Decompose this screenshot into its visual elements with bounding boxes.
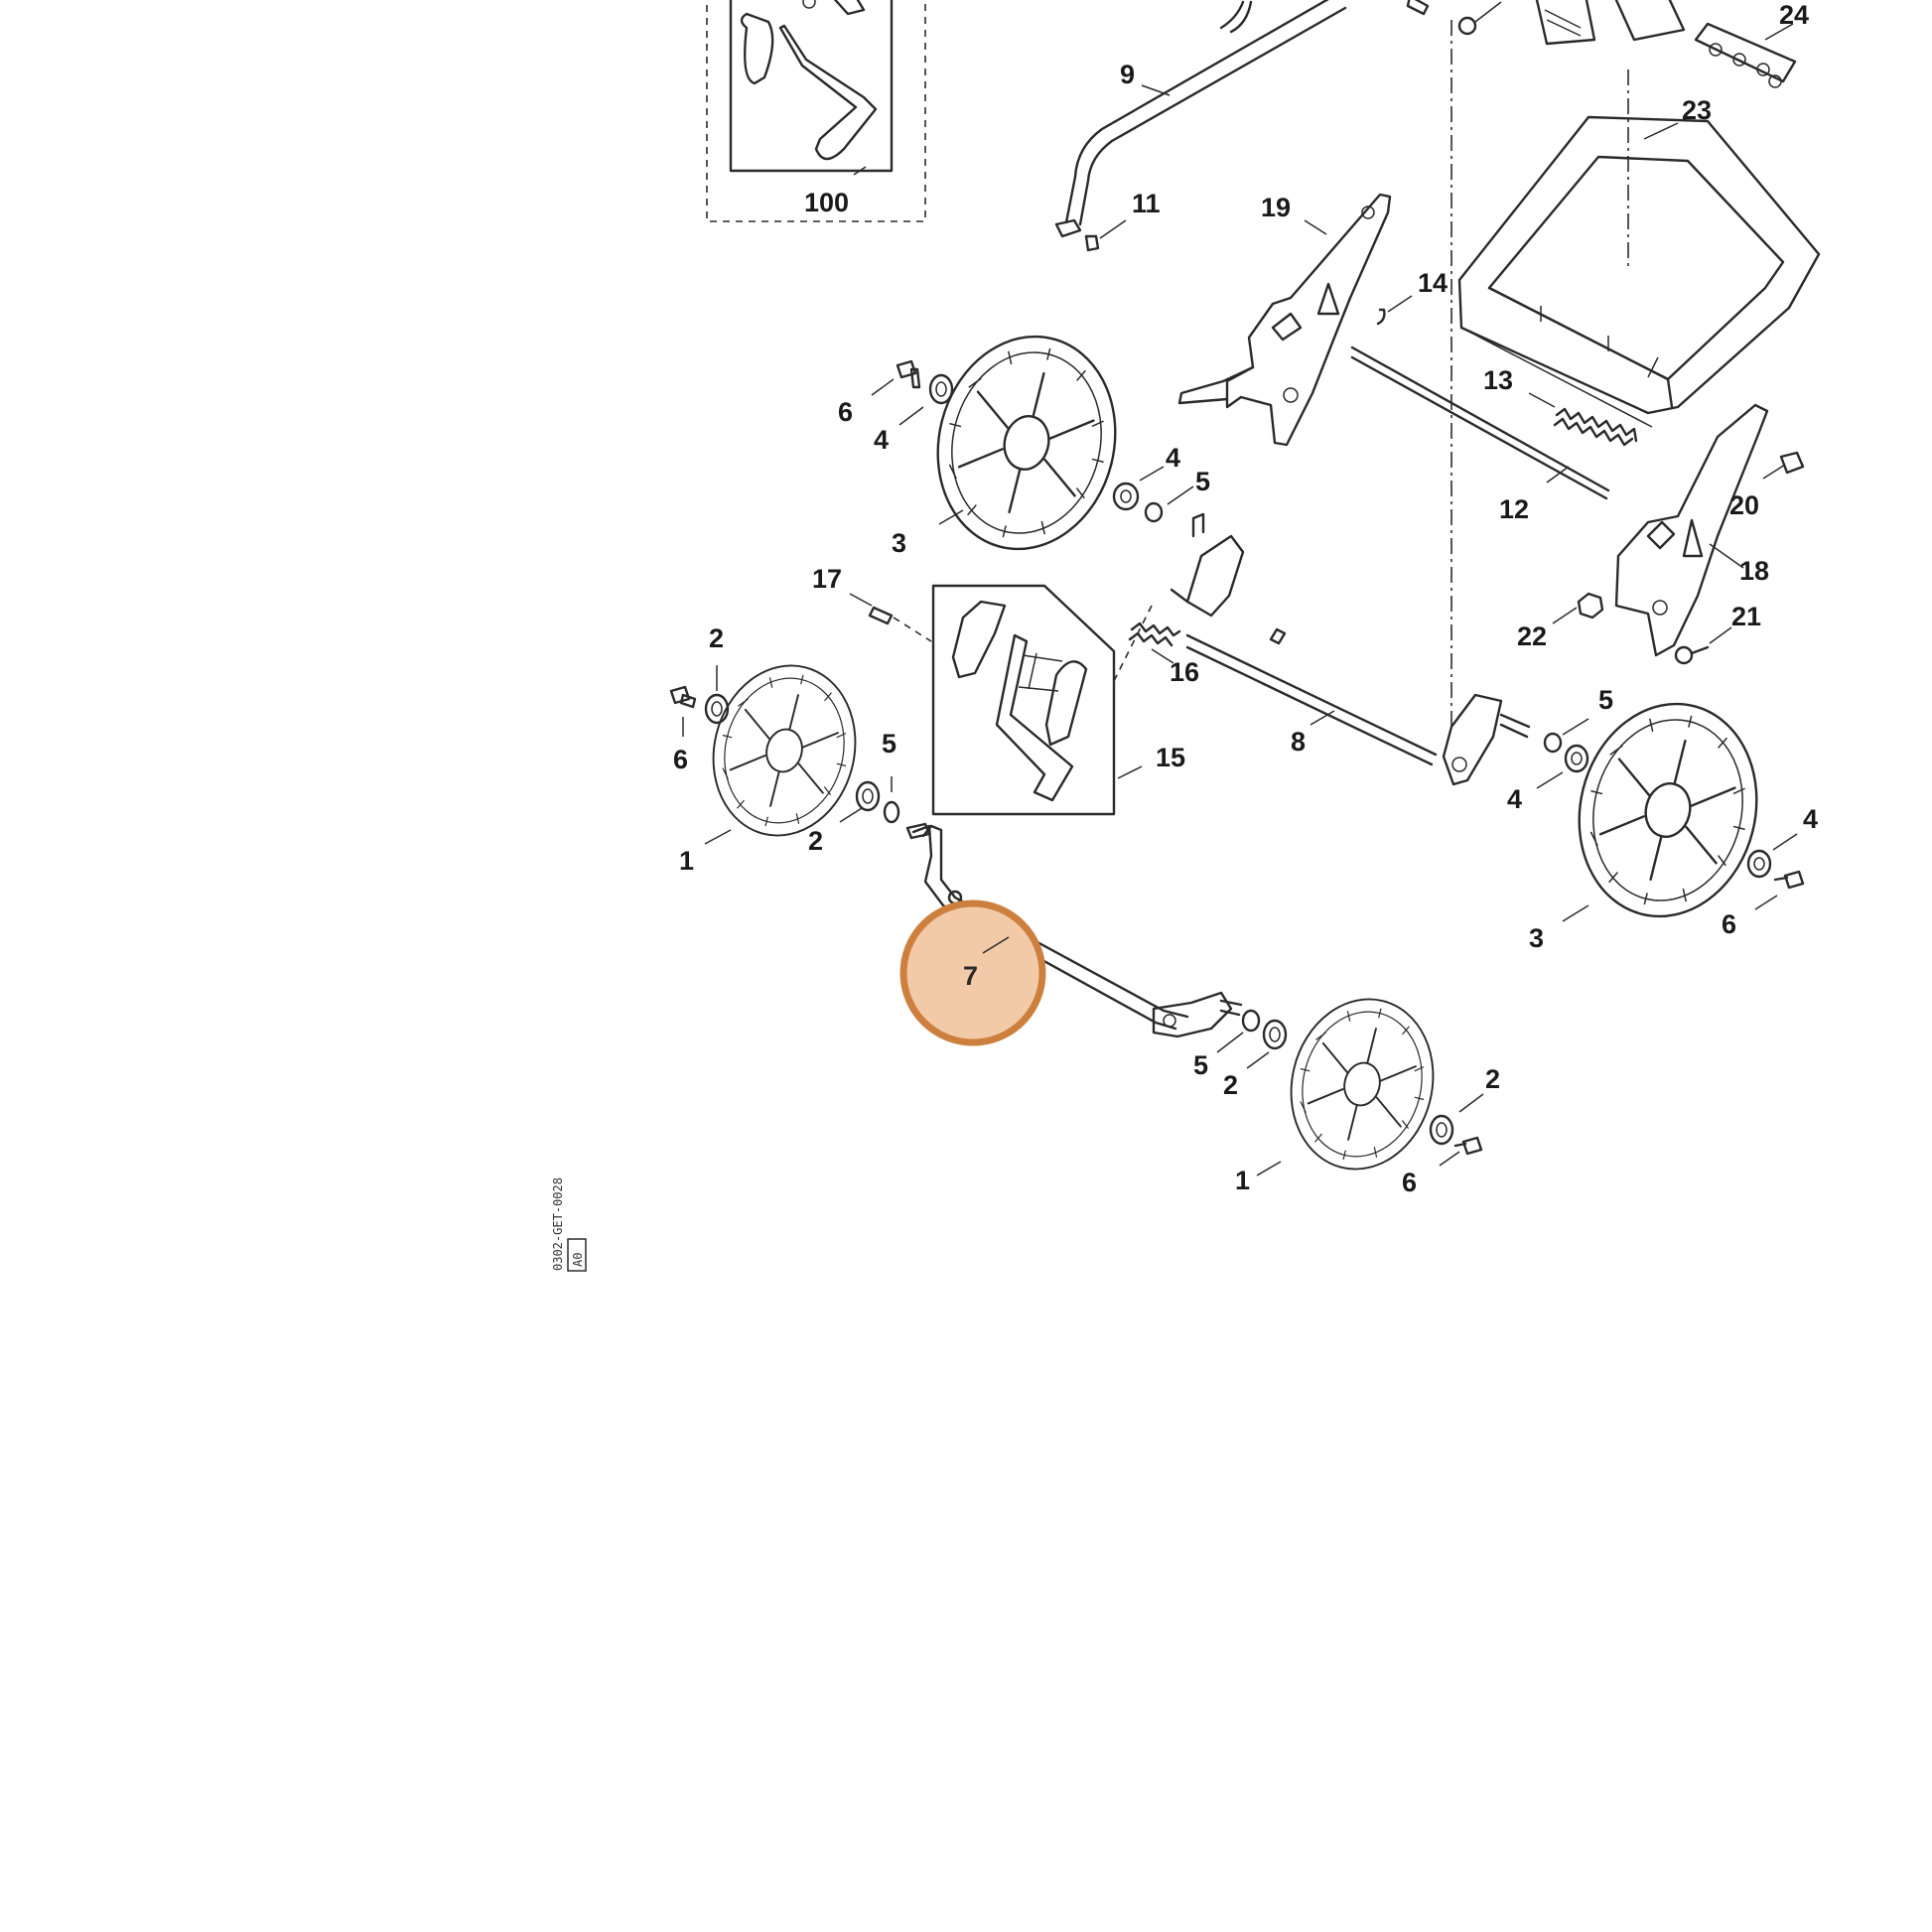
part-13-spring: 13: [1483, 365, 1638, 447]
callout-4-right-outer: 4: [1803, 804, 1818, 834]
callout-1-left: 1: [679, 846, 694, 876]
part-3-rear-wheel-right: 3: [1529, 683, 1780, 953]
callout-21: 21: [1731, 602, 1761, 631]
part-9-handle-bar: 9: [1064, 0, 1347, 226]
callout-14: 14: [1418, 268, 1448, 298]
part-21-screw: 21: [1674, 602, 1761, 665]
callout-11: 11: [1132, 189, 1161, 218]
part-15-lever-inset: 15: [931, 584, 1185, 816]
part-12-rod: 12: [1350, 345, 1610, 524]
callout-2-front-right-inner: 2: [1223, 1070, 1238, 1100]
part-19-height-bracket: 19: [1177, 193, 1392, 447]
front-left-hardware-inner: 5 2: [808, 729, 900, 856]
front-left-hardware-outer: 2 6: [669, 623, 730, 774]
drawing-code: 0302-GET-0028: [551, 1177, 565, 1271]
callout-100: 100: [804, 188, 849, 217]
part-3-rear-wheel-left: 3: [892, 316, 1139, 570]
callout-2-left-bottom: 2: [808, 826, 823, 856]
part-1-front-wheel-left: 1: [679, 649, 875, 876]
part-23-catcher-frame: 23: [1457, 95, 1821, 428]
front-right-hardware-inner: 5 2: [1193, 1009, 1288, 1100]
part-20-cap: 20: [1729, 451, 1805, 520]
rear-left-hardware-outer: 6 4: [838, 359, 954, 455]
callout-5-left: 5: [882, 729, 897, 759]
part-11-knob: 11: [1054, 189, 1161, 252]
front-right-hardware-outer: 2 6: [1402, 1064, 1500, 1197]
callout-4-right-inner: 4: [1507, 784, 1522, 814]
callout-9: 9: [1120, 60, 1135, 89]
part-100-inset: 100: [706, 0, 926, 222]
callout-6-front-right: 6: [1402, 1168, 1417, 1197]
callout-24: 24: [1779, 0, 1809, 30]
callout-22: 22: [1517, 621, 1547, 651]
callout-6-left: 6: [673, 745, 688, 774]
callout-19: 19: [1261, 193, 1291, 222]
rear-right-hardware-outer: 4 6: [1722, 804, 1818, 939]
part-22-nut: 22: [1517, 592, 1604, 651]
callout-5-top: 5: [1195, 467, 1210, 496]
callout-6-right: 6: [1722, 909, 1736, 939]
callout-1-right: 1: [1235, 1166, 1250, 1195]
callout-6-top: 6: [838, 397, 853, 427]
rear-right-hardware-inner: 5 4: [1507, 685, 1613, 814]
callout-16: 16: [1170, 657, 1199, 687]
callout-12: 12: [1499, 494, 1529, 524]
callout-15: 15: [1156, 743, 1185, 772]
part-24-warning-label: 24: [1614, 0, 1809, 88]
part-7-front-axle: [905, 822, 1243, 1038]
callout-4-mid: 4: [1166, 443, 1180, 473]
highlight-callout-7[interactable]: 7: [899, 899, 1046, 1046]
callout-23: 23: [1682, 95, 1712, 125]
part-8-rear-axle: 8: [1170, 512, 1531, 786]
callout-7[interactable]: 7: [963, 961, 978, 991]
callout-4-top: 4: [874, 425, 889, 455]
part-17-screw: 17: [812, 564, 932, 642]
callout-17: 17: [812, 564, 842, 594]
callout-2-left-top: 2: [709, 623, 724, 653]
drawing-code-vertical: 0302-GET-0028 A0: [551, 1177, 587, 1272]
callout-18: 18: [1739, 556, 1769, 586]
callout-13: 13: [1483, 365, 1513, 395]
callout-20: 20: [1729, 490, 1759, 520]
callout-2-front-right-outer: 2: [1485, 1064, 1500, 1094]
callout-3-bottom: 3: [1529, 923, 1544, 953]
rear-left-hardware-inner: 4 5: [1112, 443, 1210, 523]
part-16-spring: 16: [1111, 605, 1199, 687]
callout-5-front-right: 5: [1193, 1050, 1208, 1080]
callout-3-top: 3: [892, 528, 906, 558]
part-18-height-bracket: 18: [1614, 403, 1769, 657]
part-14-clip: 14: [1376, 268, 1448, 326]
drawing-code-revision: A0: [571, 1253, 585, 1267]
top-small-hardware: [1406, 0, 1596, 46]
part-1-front-wheel-right: 1: [1235, 983, 1452, 1195]
callout-5-right: 5: [1598, 685, 1613, 715]
callout-8: 8: [1291, 727, 1306, 757]
